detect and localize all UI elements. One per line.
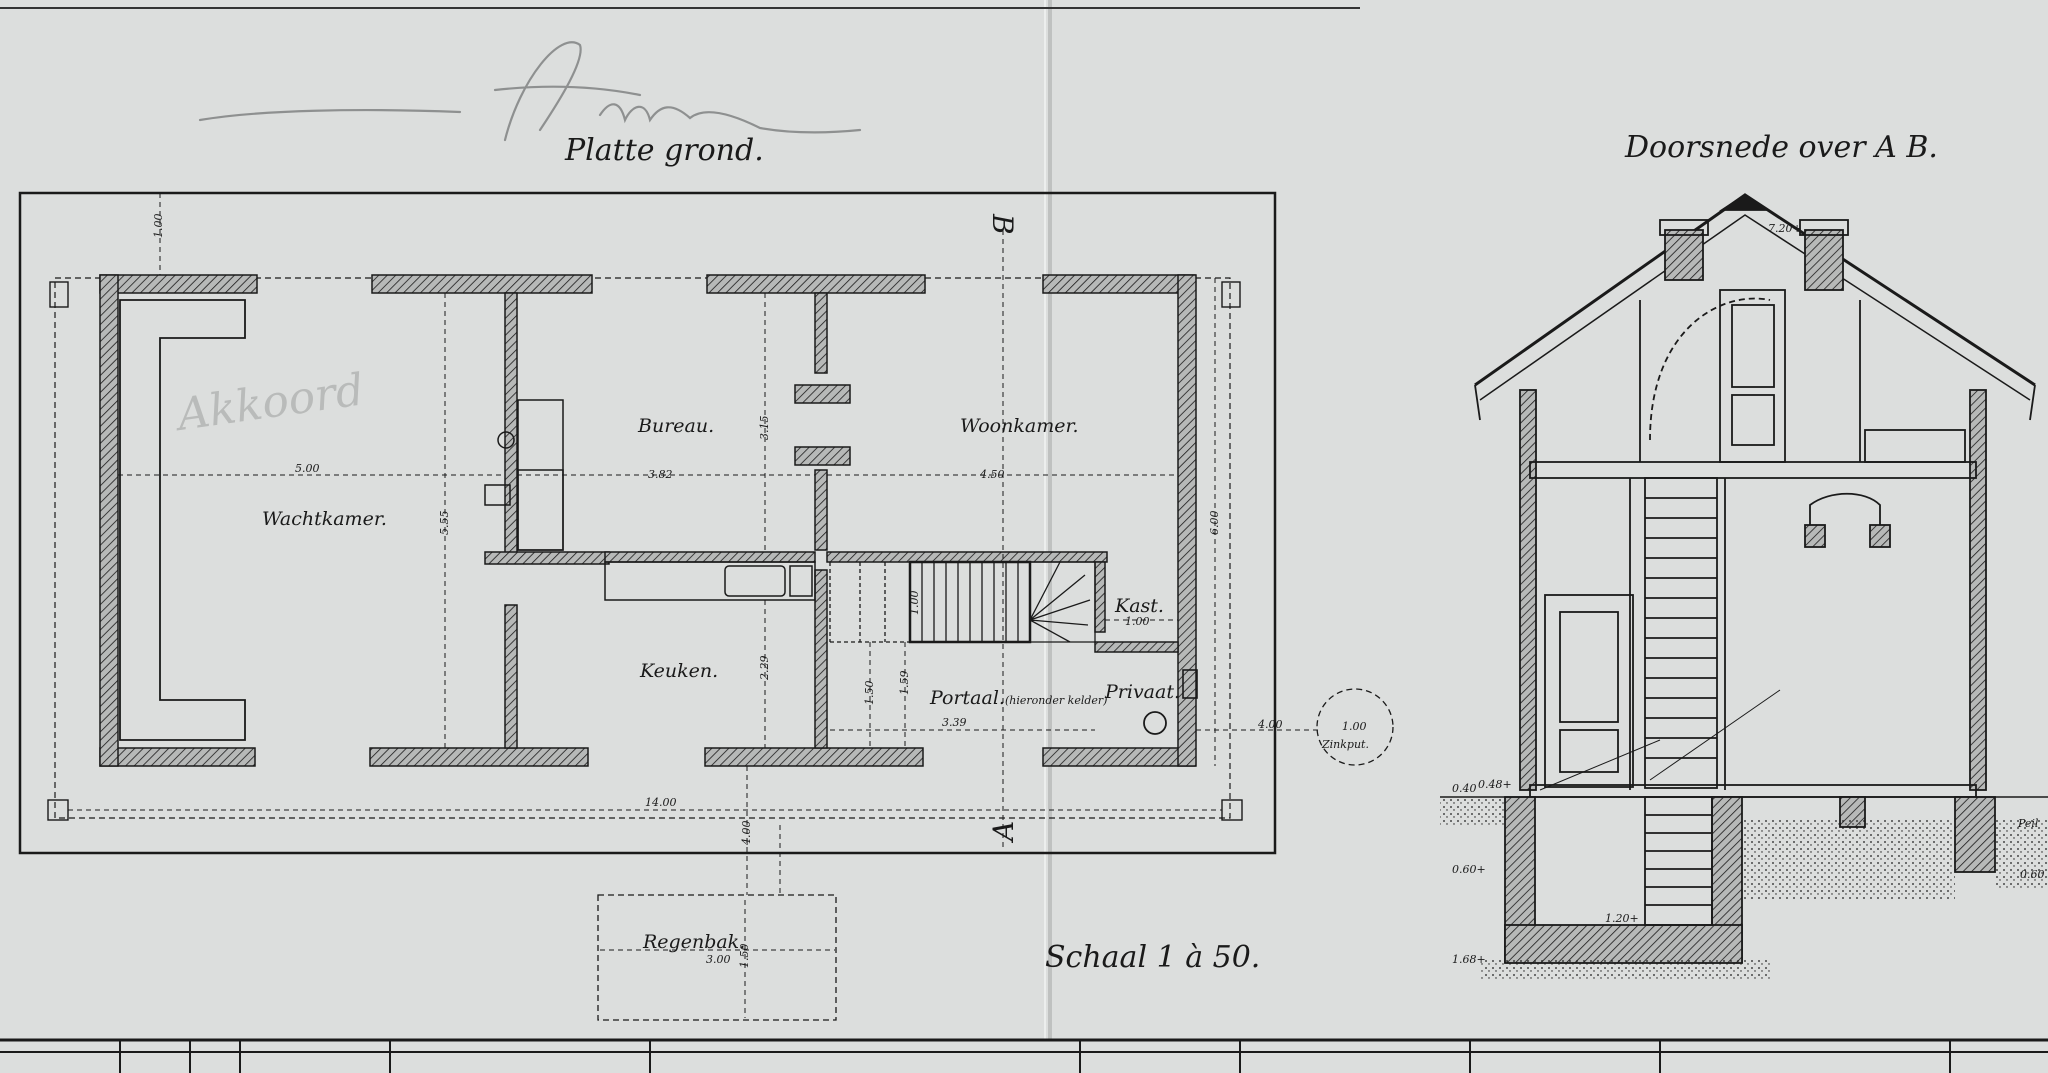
level-cellar-top: 0.60+	[1452, 863, 1486, 876]
dim-wachtkamer-width: 5.00	[295, 462, 320, 475]
zinkput-label: Zinkput.	[1321, 738, 1369, 751]
room-label-wachtkamer: Wachtkamer.	[262, 508, 387, 530]
room-label-portaal-note: (hieronder kelder)	[1005, 694, 1107, 707]
site-boundary	[18, 191, 1277, 855]
foundation-outline	[54, 277, 1231, 819]
regenbak-outline	[597, 894, 837, 1021]
section-level-labels: 7.20+ 0.40 0.48+ Peil 0.60+ 0.60 1.20+ 1…	[1452, 222, 2045, 966]
dim-zinkput-dist: 4.00	[1257, 718, 1283, 731]
section-title: Doorsnede over A B.	[1624, 130, 1938, 165]
room-label-portaal: Portaal.	[929, 687, 1005, 709]
dim-keuken-depth: 2.29	[758, 656, 771, 682]
level-cellar-floor: 1.68+	[1452, 953, 1486, 966]
dim-bureau-depth: 3.15	[758, 416, 771, 441]
dim-portaal-depth-b: 1.59	[898, 671, 911, 696]
pencil-signature	[198, 41, 862, 142]
level-cellar-width: 1.20+	[1605, 912, 1639, 925]
dim-wachtkamer-depth: 5.55	[438, 511, 451, 536]
plan-title: Platte grond.	[564, 133, 764, 168]
dim-stair: 1.00	[908, 591, 921, 616]
dim-portaal-width: 3.39	[942, 716, 967, 729]
staircase	[829, 560, 1096, 644]
title-block-strip	[0, 1038, 2048, 1073]
room-label-keuken: Keuken.	[639, 660, 718, 682]
plan-walls	[99, 274, 1197, 767]
dim-zinkput-dia: 1.00	[1342, 720, 1367, 733]
dim-regenbak-width: 3.00	[706, 953, 731, 966]
privaat-toilet	[1143, 711, 1167, 735]
dim-woonkamer-width: 4.50	[979, 468, 1005, 481]
dim-regenbak-depth: 1.50	[738, 944, 751, 969]
dim-total-depth: 6.00	[1208, 511, 1221, 536]
room-label-privaat: Privaat.	[1104, 681, 1180, 703]
dim-portaal-depth-a: 1.50	[863, 681, 876, 706]
section-marker-bottom: A	[987, 821, 1020, 844]
wachtkamer-bench	[119, 299, 246, 741]
dimension-lines	[68, 193, 1318, 1018]
room-label-woonkamer: Woonkamer.	[960, 415, 1079, 437]
level-ridge: 7.20+	[1768, 222, 1802, 235]
dim-regenbak-dist: 4.00	[740, 821, 753, 847]
level-cellar-top-right: 0.60	[2020, 868, 2045, 881]
section-drawing	[1440, 193, 2048, 980]
section-marker-top: B	[986, 213, 1019, 235]
kitchen-counter	[604, 561, 816, 601]
room-label-kast: Kast.	[1114, 595, 1164, 617]
level-ground: 0.40	[1452, 782, 1477, 795]
zinkput-circle	[1316, 688, 1394, 766]
level-peil: Peil	[2017, 817, 2039, 830]
level-floor: 0.48+	[1478, 778, 1512, 791]
dim-kast-width: 1.00	[1125, 615, 1150, 628]
dim-total-length: 14.00	[645, 796, 677, 809]
dim-bureau-width: 3.82	[648, 468, 673, 481]
dimension-labels: 1.00 5.00 3.82 4.50 3.15 5.55 6.00 2.29 …	[152, 214, 1367, 969]
room-label-bureau: Bureau.	[637, 415, 714, 437]
dim-top-margin: 1.00	[152, 214, 165, 239]
scale-note: Schaal 1 à 50.	[1045, 940, 1260, 975]
room-label-regenbak: Regenbak.	[642, 931, 745, 953]
